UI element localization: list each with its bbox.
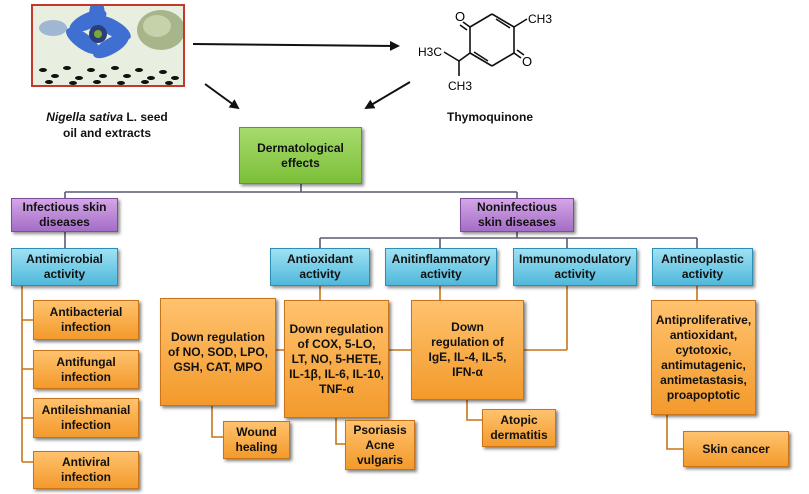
tree-lines	[64, 184, 698, 248]
compound-label: Thymoquinone	[447, 110, 533, 124]
arrow-source-to-root	[204, 83, 240, 110]
arrow-source-to-compound	[192, 40, 400, 51]
immunomodulatory-effect-box: Down regulation of IgE, IL-4, IL-5, IFN-…	[411, 300, 524, 400]
orange-lines	[21, 286, 698, 463]
antineoplastic-effect-box: Antiproliferative, antioxidant, cytotoxi…	[651, 300, 756, 415]
skin-cancer-box: Skin cancer	[683, 431, 789, 467]
immunomodulatory-activity-box: Immunomodulatory activity	[513, 248, 637, 286]
antiinflammatory-activity-box: Anitinflammatory activity	[385, 248, 497, 286]
source-label-line2: oil and extracts	[62, 125, 152, 140]
source-label: Nigella sativa L. seed oil and extracts	[46, 110, 168, 140]
psoriasis-acne-box: Psoriasis Acne vulgaris	[345, 420, 415, 470]
noninfectious-skin-diseases-box: Noninfectious skin diseases	[460, 198, 574, 232]
antileishmanial-infection-box: Antileishmanial infection	[33, 398, 139, 438]
source-genus: Nigella sativa	[46, 110, 124, 124]
nigella-sativa-photo	[31, 4, 185, 87]
antineoplastic-activity-box: Antineoplastic activity	[652, 248, 753, 286]
antifungal-infection-box: Antifungal infection	[33, 350, 139, 389]
flower-illustration	[33, 6, 183, 85]
antiviral-infection-box: Antiviral infection	[33, 451, 139, 489]
arrow-compound-to-root	[364, 81, 411, 110]
dermatological-effects-box: Dermatological effects	[239, 127, 362, 184]
antimicrobial-activity-box: Antimicrobial activity	[11, 248, 118, 286]
antiinflammatory-effect-box: Down regulation of COX, 5-LO, LT, NO, 5-…	[284, 300, 389, 418]
infectious-skin-diseases-box: Infectious skin diseases	[11, 198, 118, 232]
atopic-dermatitis-box: Atopic dermatitis	[482, 409, 556, 447]
antioxidant-activity-box: Antioxidant activity	[270, 248, 370, 286]
wound-healing-box: Wound healing	[223, 421, 290, 459]
antibacterial-infection-box: Antibacterial infection	[33, 300, 139, 340]
antioxidant-effect-box: Down regulation of NO, SOD, LPO, GSH, CA…	[160, 298, 276, 406]
